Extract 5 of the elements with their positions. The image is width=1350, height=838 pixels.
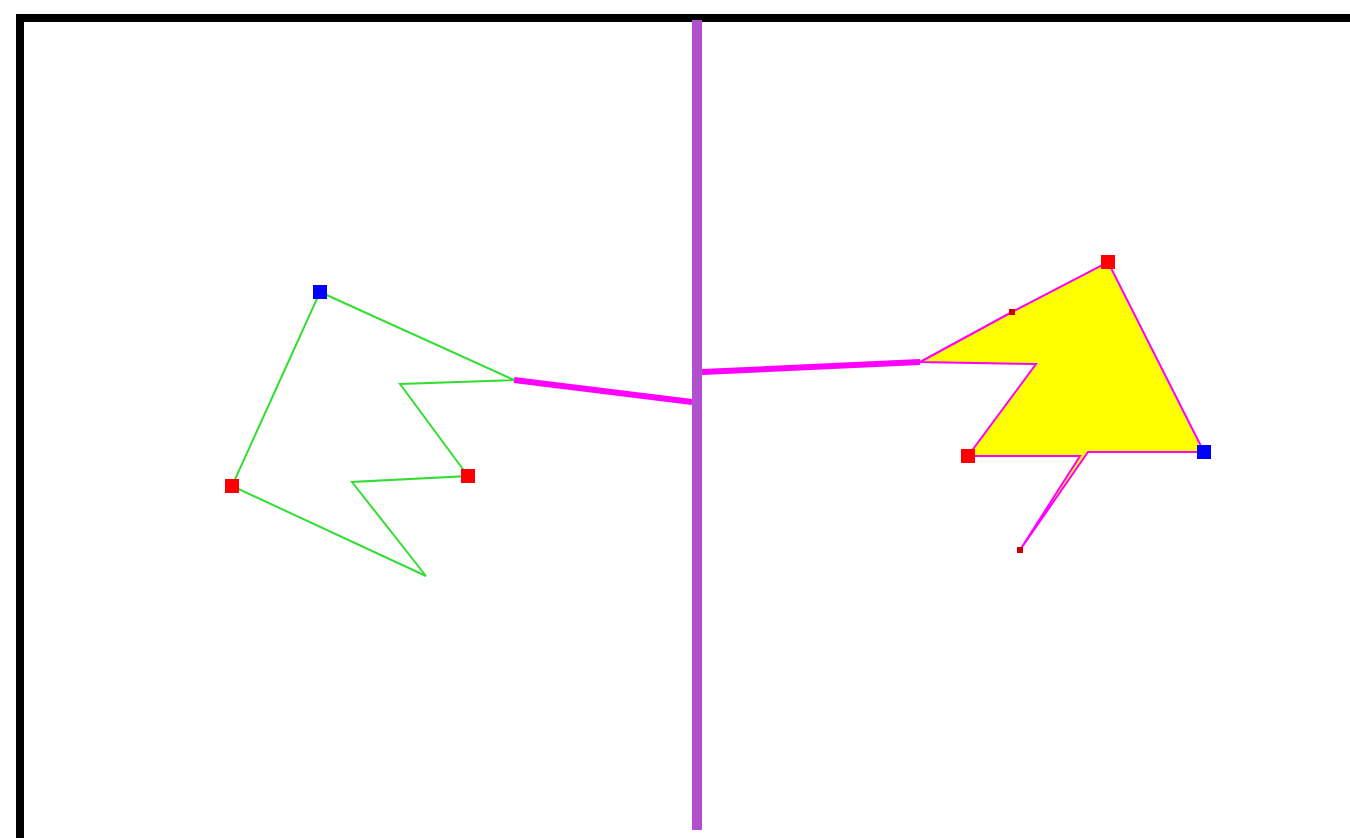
connector-line [701, 359, 921, 375]
connector-line [513, 377, 693, 405]
filled-polygon-drawing [916, 255, 1211, 553]
vertical-bar [692, 20, 702, 830]
outline-polygon-drawing [225, 285, 515, 577]
